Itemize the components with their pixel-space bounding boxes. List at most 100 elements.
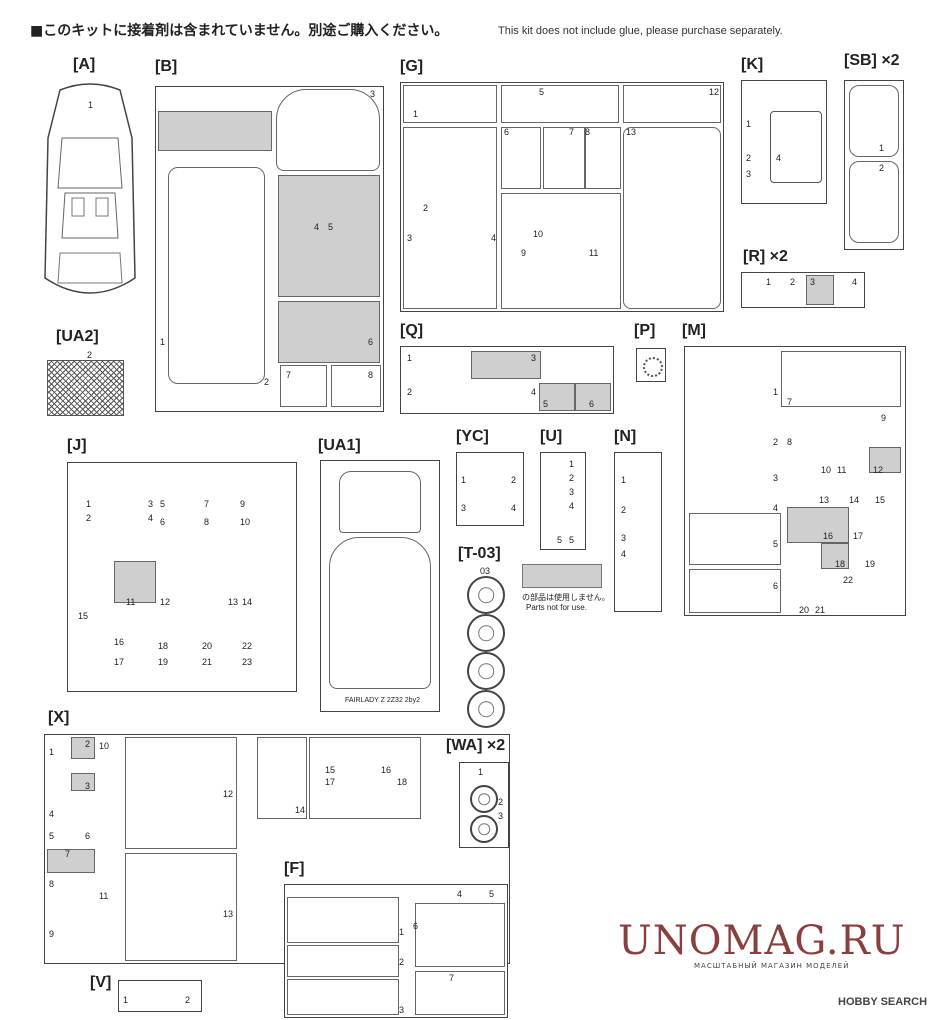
part-number: 4 [491,233,497,243]
part-x7 [47,849,95,873]
part-door-left [689,513,781,565]
sprue-u-frame: 1 2 3 4 5 5 [540,452,586,550]
part-number: 7 [65,849,71,859]
part-number: 9 [240,499,246,509]
part-number: 14 [242,597,253,607]
part-number: 5 [557,535,563,545]
part-number: 3 [407,233,413,243]
part-number: 17 [853,531,864,541]
part-small-2 [331,365,381,407]
part-number: 1 [478,767,484,777]
part-number: 13 [223,909,234,919]
wheel-rim-part [470,815,498,843]
part-number: 1 [461,475,467,485]
part-number: 6 [504,127,510,137]
part-number: 23 [242,657,253,667]
sprue-wa-frame: 1 2 3 [459,762,509,848]
part-number: 9 [881,413,887,423]
part-m18 [821,543,849,569]
part-number: 1 [569,459,575,469]
part-number: 21 [815,605,826,615]
part-number: 20 [799,605,810,615]
part-number: 7 [449,973,455,983]
sprue-q-frame: 1 2 3 4 5 6 [400,346,614,414]
part-number: 3 [569,487,575,497]
part-m12 [869,447,901,473]
sprue-label-t03: [T-03] [458,545,501,562]
part-number: 10 [821,465,832,475]
part-number: 4 [49,809,55,819]
part-number: 7 [787,397,793,407]
sprue-label-n: [N] [614,428,637,445]
part-number: 13 [626,127,637,137]
tire-part [467,652,505,690]
part-number: 1 [621,475,627,485]
part-number: 20 [202,641,213,651]
sprue-label-ua2: [UA2] [56,328,99,345]
sprue-v-frame: 1 2 [118,980,202,1012]
part-bar-1 [403,85,497,123]
part-number: 2 [87,350,93,360]
sprue-label-b: [B] [155,58,178,75]
part-number: 1 [766,277,772,287]
part-number: 10 [99,741,110,751]
part-number: 5 [773,539,779,549]
part-number: 4 [621,549,627,559]
part-number: 18 [158,641,169,651]
part-number: 1 [88,100,94,110]
sprue-f-frame: 1 2 3 4 5 6 7 [284,884,508,1018]
part-m16 [787,507,849,543]
part-number: 19 [158,657,169,667]
part-number: 22 [843,575,854,585]
not-used-note-jp: の部品は使用しません。 [522,593,610,602]
part-number: 15 [875,495,886,505]
part-number: 7 [204,499,210,509]
part-windshield [339,471,421,533]
part-number: 16 [381,765,392,775]
part-number: 9 [521,248,527,258]
part-number: 3 [773,473,779,483]
part-floor-panels [278,175,380,297]
sprue-b-frame: 1 2 3 4 5 6 7 8 [155,86,384,412]
part-number: 5 [160,499,166,509]
part-number: 16 [823,531,834,541]
not-used-swatch [522,564,602,588]
part-number: 3 [148,499,154,509]
part-k-frame-piece [770,111,822,183]
part-number: 10 [533,229,544,239]
sprue-label-a: [A] [73,56,96,73]
part-number: 4 [569,501,575,511]
part-number: 1 [123,995,129,1005]
part-number: 3 [85,781,91,791]
part-number: 5 [49,831,55,841]
part-number: 2 [86,513,92,523]
part-number: 6 [413,921,419,931]
part-panel [158,111,272,151]
part-x3 [71,773,95,791]
part-number: 2 [498,797,504,807]
part-engine-block [278,301,380,363]
sprue-label-ua1: [UA1] [318,437,361,454]
part-x2 [71,737,95,759]
decal-text: FAIRLADY Z 2Z32 2by2 [345,697,420,704]
part-tray [415,971,505,1015]
part-number: 2 [773,437,779,447]
part-number: 3 [461,503,467,513]
sprue-sb-frame: 1 2 [844,80,904,250]
part-p-dots [643,357,663,377]
sprue-p-frame [636,348,666,382]
part-number: 8 [585,127,591,137]
part-hood [276,89,380,171]
part-number: 21 [202,657,213,667]
sprue-label-r: [R] ×2 [743,248,788,265]
sprue-label-x: [X] [48,709,70,726]
part-interior-tub [623,127,721,309]
part-sill-3 [287,979,399,1015]
part-chassis [168,167,265,384]
part-number: 6 [773,581,779,591]
part-number: 8 [787,437,793,447]
part-number: 5 [569,535,575,545]
sprue-j-frame: 1 2 3 4 5 6 7 8 9 10 11 12 13 14 15 16 1… [67,462,297,692]
sprue-n-frame: 1 2 3 4 [614,452,662,612]
part-number: 2 [399,957,405,967]
